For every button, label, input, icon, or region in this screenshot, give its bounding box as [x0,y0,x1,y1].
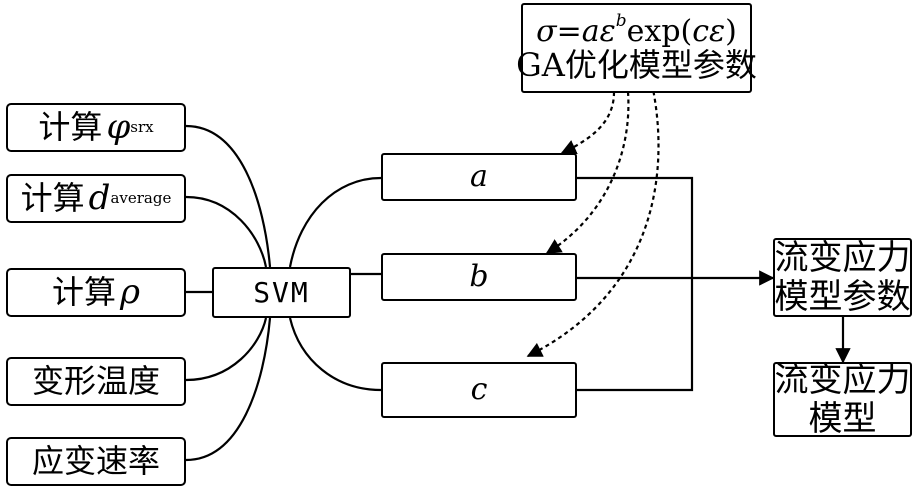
formula-sigma: σ [536,13,557,49]
svm-label: SVM [253,275,310,309]
input-label: 应变速率 [31,441,160,480]
dashed-arrow-to-b [545,91,630,254]
dashed-arrow-to-a [560,91,616,155]
param-label-b: b [469,259,489,295]
input-box-deformation-temperature: 变形温度 [6,357,186,406]
svm-box: SVM [212,267,351,318]
input-symbol-rho: ρ [120,272,140,313]
input-label: 变形温度 [31,361,160,400]
param-box-c: c [381,362,577,418]
ga-label: GA优化模型参数 [516,46,757,85]
model-box-line2: 模型 [808,398,877,439]
model-box-line1: 流变应力 [774,360,911,401]
input-to-svm-curve-4 [185,317,268,382]
input-to-svm-curve-2 [185,195,268,268]
ga-formula-box: σ=aεbexp(cε) GA优化模型参数 [516,3,757,93]
input-subscript-average: average [110,189,172,208]
svm-to-c-curve [288,317,382,392]
formula-exponent-b: b [615,10,627,31]
param-box-line1: 流变应力 [774,238,911,279]
formula-epsilon-2: ε [709,13,726,49]
formula-equals: = [556,13,582,49]
dashed-arrow-to-c [526,83,660,357]
input-prefix: 计算 [38,107,103,146]
svm-to-a-curve [288,176,382,268]
input-prefix: 计算 [51,272,116,311]
input-symbol-d: d [88,178,111,219]
bracket-c [577,278,694,392]
input-box-strain-rate: 应变速率 [6,437,186,486]
flow-stress-param-box: 流变应力 模型参数 [773,238,912,317]
param-label-a: a [470,159,488,195]
formula-c: c [692,13,710,49]
param-label-c: c [470,372,488,408]
input-prefix: 计算 [20,178,85,217]
input-symbol-phi: φ [106,107,131,148]
flow-stress-model-box: 流变应力 模型 [773,360,912,439]
bracket-a [577,176,694,278]
input-to-svm-curve-1 [185,124,272,268]
input-to-svm-curve-5 [185,317,272,462]
param-box-b: b [381,253,577,301]
param-box-line2: 模型参数 [774,276,911,317]
formula-epsilon: ε [599,13,616,49]
param-box-a: a [381,153,577,201]
formula-line: σ=aεbexp(cε) [536,10,737,49]
formula-exp: exp( [626,13,693,49]
formula-close-paren: ) [725,13,737,49]
formula-a: a [581,13,600,49]
input-subscript-srx: srx [130,118,154,137]
